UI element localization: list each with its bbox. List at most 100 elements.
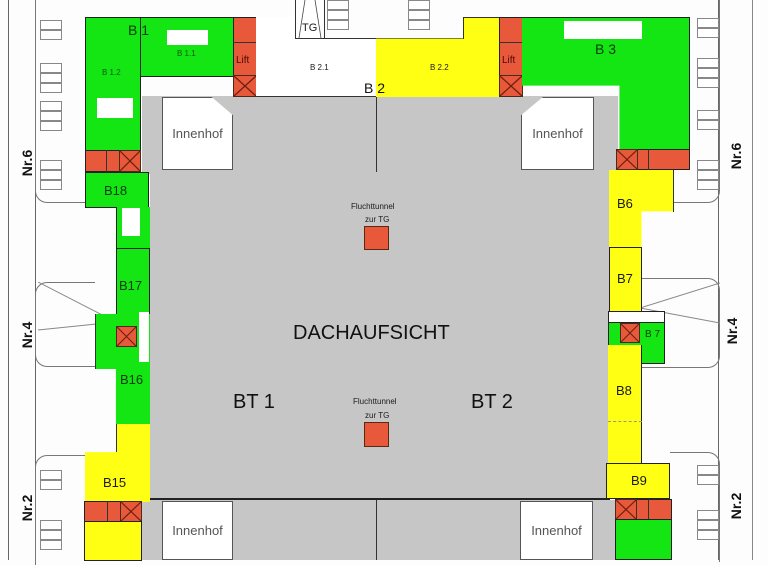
street-line-right-outer [752,0,753,560]
building-b1-1[interactable] [140,17,234,77]
parking-stall [40,20,62,30]
parking-stall [697,18,719,28]
building-b15[interactable] [85,424,150,502]
parking-stall [40,160,62,170]
stair-divider [648,499,649,520]
parking-stall [697,180,719,190]
stairwell-icon [620,323,640,343]
building-b8[interactable] [608,345,642,470]
street-line-right-inner [718,0,719,560]
street-number-left-nr6: Nr.6 [19,149,36,177]
entrance-outline-nr2-right [670,452,720,562]
stairwell-icon [615,499,637,520]
street-number-right-nr4: Nr.4 [724,317,741,345]
unit-label-b1-2: B 1.2 [102,68,121,77]
street-number-left-nr2: Nr.2 [19,494,36,522]
parking-stall [327,10,349,20]
b16-outline [95,314,96,369]
parking-stall [697,68,719,78]
building-bottom-right[interactable] [615,519,672,560]
escape-tunnel-label-top-line1: Fluchttunnel [351,202,395,211]
lift-divider [499,42,523,43]
stair-divider [107,501,108,522]
roof-window [564,21,642,39]
building-label-b18: B18 [104,183,128,198]
building-b7[interactable] [609,247,642,312]
parking-stall [40,30,62,40]
entrance-outline-nr4-left [35,282,95,367]
building-label-b17: B17 [119,278,143,293]
garage-ramp-lines [298,0,322,38]
courtyard-bottom-left: Innenhof [162,501,233,560]
roof-window [139,312,149,362]
b22-edge [463,17,464,39]
building-b2-2[interactable] [376,17,500,97]
parking-stall [40,180,62,190]
street-number-right-nr6: Nr.6 [728,142,745,170]
section-label-bt2: BT 2 [471,391,513,413]
courtyard-top-right: Innenhof [521,97,594,170]
lift-divider [233,42,257,43]
parking-stall [697,520,719,530]
parking-stall [40,63,62,73]
escape-tunnel-hatch-top [364,226,389,250]
street-line-left-outer [8,0,9,560]
parking-stall [40,73,62,83]
entrance-outline-nr6-left [35,0,90,203]
stairwell-icon [616,149,638,170]
escape-tunnel-label-top-line2: zur TG [365,215,390,224]
parking-stall [408,0,430,10]
lift-label-right: Lift [502,55,516,66]
b6-outline [673,170,674,212]
building-label-b16: B16 [120,372,144,387]
b8-dashed-divider [608,421,642,422]
ramp-right [640,282,720,324]
building-b9[interactable] [606,463,670,499]
building-label-b6: B6 [617,196,633,211]
parking-stall [40,121,62,131]
street-line-left-inner [35,0,36,560]
courtyard-top-left: Innenhof [162,97,233,170]
page-title: DACHAUFSICHT [293,322,450,344]
b3-outline [522,17,690,18]
parking-stall [697,28,719,38]
parking-stall [697,475,719,485]
parking-stall [697,160,719,170]
stairwell-icon [120,501,142,522]
building-b17[interactable] [116,248,150,315]
stairwell-icon [119,150,141,172]
parking-stall [327,20,349,30]
parking-stall [40,101,62,111]
street-number-left-nr4: Nr.4 [19,321,36,349]
parking-stall [697,510,719,520]
divider-top-center [376,96,377,172]
parking-stall [40,530,62,540]
parking-stall [40,170,62,180]
courtyard-bottom-right: Innenhof [520,501,593,560]
parking-stall [327,0,349,10]
parking-stall [697,170,719,180]
building-label-b2: B 2 [364,80,386,96]
garage-label: TG [302,22,318,34]
building-bottom-left[interactable] [84,521,142,561]
building-label-b15: B15 [103,475,127,490]
parking-stall [40,520,62,530]
building-label-b3: B 3 [595,41,617,57]
unit-label-b2-1: B 2.1 [310,63,329,72]
unit-label-b2-2: B 2.2 [430,63,449,72]
building-label-b9: B9 [631,473,647,488]
b3-outline [689,17,690,149]
b15-outline [116,424,117,452]
entrance-outline-nr6-right [670,0,720,203]
parking-stall [40,83,62,93]
parking-stall [697,120,719,130]
roof-window [97,98,133,118]
stairwell-icon [116,326,137,347]
b22-edge [463,17,501,18]
stair-divider [106,150,107,172]
parking-stall [40,540,62,550]
ramp-left [38,282,116,331]
parking-stall [697,465,719,475]
parking-stall [40,470,62,480]
b7-annex-top [608,311,665,323]
